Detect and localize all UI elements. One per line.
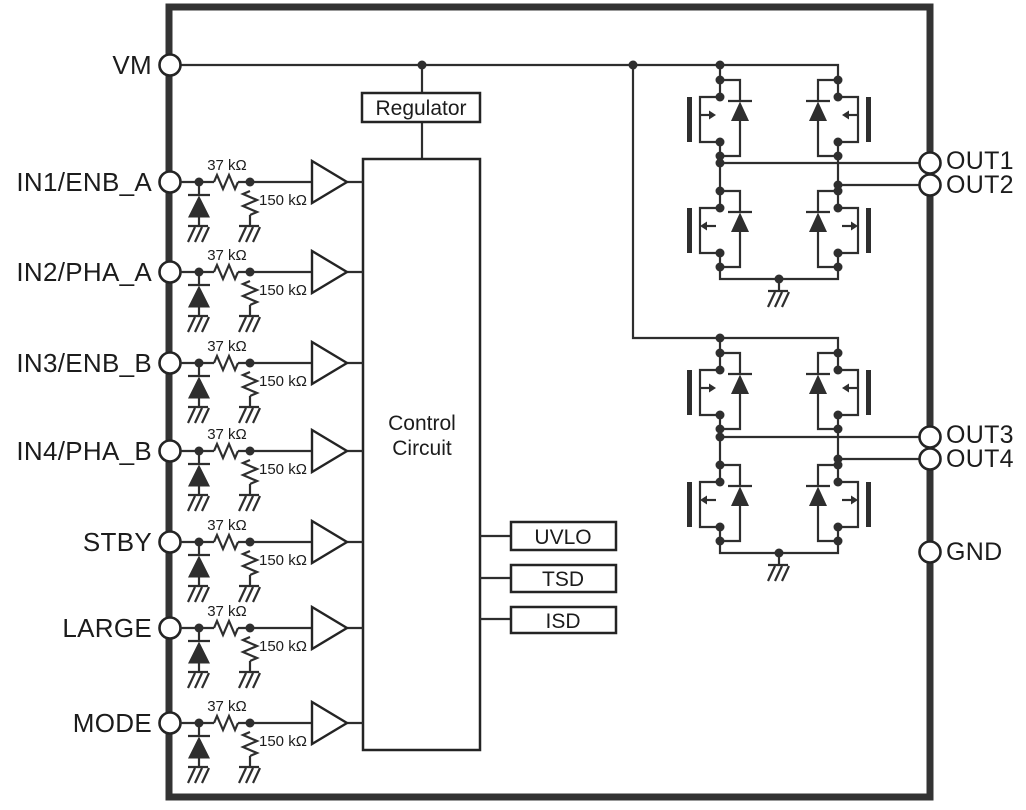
control-circuit-block	[361, 157, 482, 752]
isd-block	[509, 605, 618, 635]
series-resistor-label: 37 kΩ	[207, 517, 247, 534]
series-resistor-label: 37 kΩ	[207, 603, 247, 620]
pin-label-in2: IN2/PHA_A	[16, 257, 152, 287]
pin-label-out1: OUT1	[946, 147, 1014, 175]
pin-circle-out1	[918, 151, 942, 175]
pin-label-mode: MODE	[73, 708, 152, 738]
pin-label-in3: IN3/ENB_B	[16, 348, 152, 378]
series-resistor-label: 37 kΩ	[207, 157, 247, 174]
pulldown-resistor-label: 150 kΩ	[259, 733, 307, 750]
protection-stub-wires	[480, 534, 511, 621]
junction-dot	[715, 60, 725, 70]
junction-dot	[774, 274, 784, 284]
pulldown-resistor-label: 150 kΩ	[259, 373, 307, 390]
junction-dot	[417, 60, 427, 70]
uvlo-label: UVLO	[534, 526, 591, 549]
junction-dot	[628, 60, 638, 70]
pin-label-in4: IN4/PHA_B	[16, 436, 152, 466]
pin-label-vm: VM	[112, 50, 152, 80]
pin-circle-out4	[918, 447, 942, 471]
series-resistor-label: 37 kΩ	[207, 698, 247, 715]
pulldown-resistor-label: 150 kΩ	[259, 552, 307, 569]
pin-label-in1: IN1/ENB_A	[16, 167, 152, 197]
pin-label-out2: OUT2	[946, 171, 1014, 199]
series-resistor-label: 37 kΩ	[207, 426, 247, 443]
isd-label: ISD	[545, 610, 580, 633]
junction-dot	[833, 180, 843, 190]
pin-circle-gnd	[918, 540, 942, 564]
junction-dot	[715, 333, 725, 343]
tsd-block	[509, 563, 618, 594]
pulldown-resistor-label: 150 kΩ	[259, 461, 307, 478]
pulldown-resistor-label: 150 kΩ	[259, 638, 307, 655]
tsd-label: TSD	[542, 568, 584, 591]
regulator-label: Regulator	[375, 97, 466, 120]
pin-label-stby: STBY	[83, 527, 152, 557]
control-label-line1: Control	[388, 412, 456, 435]
pin-label-large: LARGE	[62, 613, 152, 643]
pulldown-resistor-label: 150 kΩ	[259, 192, 307, 209]
junction-dot	[715, 432, 725, 442]
regulator-block	[360, 91, 482, 124]
ic-boundary	[165, 3, 934, 801]
junction-dot	[833, 454, 843, 464]
pin-label-out3: OUT3	[946, 421, 1014, 449]
series-resistor-label: 37 kΩ	[207, 338, 247, 355]
pin-label-gnd: GND	[946, 538, 1002, 566]
pin-label-out4: OUT4	[946, 445, 1014, 473]
pin-circle-vm	[158, 53, 182, 77]
junction-dot	[715, 158, 725, 168]
uvlo-block	[509, 520, 618, 552]
series-resistor-label: 37 kΩ	[207, 247, 247, 264]
junction-dot	[774, 548, 784, 558]
pulldown-resistor-label: 150 kΩ	[259, 282, 307, 299]
control-label-line2: Circuit	[392, 437, 452, 460]
junction-dots	[417, 60, 843, 558]
pin-circle-out3	[918, 425, 942, 449]
pin-circle-out2	[918, 173, 942, 197]
